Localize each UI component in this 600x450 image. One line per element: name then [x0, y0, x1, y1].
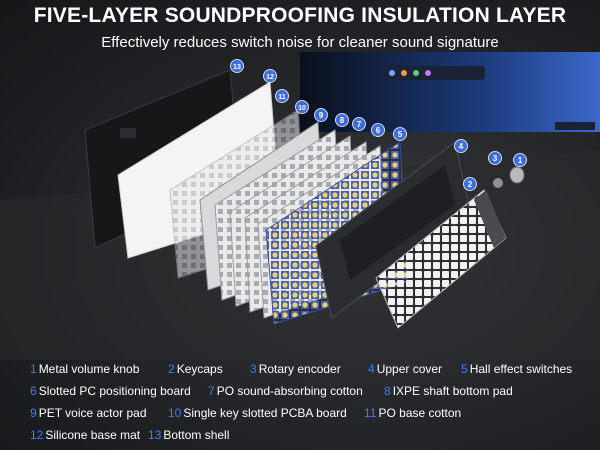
callout-number: 10: [298, 105, 306, 112]
legend-label: PET voice actor pad: [38, 406, 147, 420]
rotary-encoder: [493, 178, 503, 188]
callout-number: 7: [357, 120, 362, 129]
callout-badge: [314, 108, 328, 122]
legend-label: Single key slotted PCBA board: [183, 406, 347, 420]
page-subtitle: Effectively reduces switch noise for cle…: [101, 34, 499, 51]
legend-number: 12: [30, 428, 44, 442]
legend-label: Upper cover: [376, 362, 443, 376]
callout-number: 5: [398, 130, 403, 139]
legend-number: 1: [30, 362, 37, 376]
callout-badge: [488, 151, 502, 165]
legend-label: PO sound-absorbing cotton: [216, 384, 363, 398]
callout-number: 1: [518, 156, 523, 165]
legend-label: Bottom shell: [163, 428, 230, 442]
legend-label: Rotary encoder: [258, 362, 341, 376]
legend-label: Slotted PC positioning board: [38, 384, 191, 398]
legend-label: Hall effect switches: [469, 362, 573, 376]
metal-knob: [509, 166, 525, 184]
callout-badge: [371, 123, 385, 137]
callout-number: 8: [340, 116, 345, 125]
legend-label: Silicone base mat: [45, 428, 141, 442]
legend-number: 9: [30, 406, 37, 420]
callout-badge: [275, 89, 289, 103]
callout-number: 4: [459, 142, 464, 151]
page-title: FIVE-LAYER SOUNDPROOFING INSULATION LAYE…: [33, 4, 567, 27]
callout-badge: [263, 69, 277, 83]
callout-badge: [295, 100, 309, 114]
callout-number: 11: [278, 94, 286, 101]
legend-label: PO base cotton: [378, 406, 462, 420]
callout-number: 12: [266, 74, 274, 81]
legend-number: 11: [364, 406, 377, 420]
background-monitor: [300, 52, 600, 132]
legend-number: 4: [368, 362, 375, 376]
callout-number: 3: [493, 154, 498, 163]
legend-label: IXPE shaft bottom pad: [392, 384, 513, 398]
legend-number: 8: [384, 384, 391, 398]
callout-number: 6: [376, 126, 381, 135]
callout-number: 2: [468, 180, 473, 189]
legend-number: 7: [208, 384, 215, 398]
callout-badge: [335, 113, 349, 127]
legend-number: 13: [148, 428, 162, 442]
callout-badge: [513, 153, 527, 167]
callout-number: 13: [233, 64, 241, 71]
legend-number: 3: [250, 362, 257, 376]
legend-label: Metal volume knob: [38, 362, 140, 376]
legend-number: 10: [168, 406, 182, 420]
legend-number: 6: [30, 384, 37, 398]
callout-badge: [454, 139, 468, 153]
legend-number: 5: [461, 362, 468, 376]
callout-badge: [393, 127, 407, 141]
callout-badge: [463, 177, 477, 191]
layer-keycaps: [375, 189, 507, 329]
callout-badge: [352, 117, 366, 131]
callout-badge: [230, 59, 244, 73]
callout-number: 9: [319, 111, 324, 120]
legend-number: 2: [168, 362, 175, 376]
legend-label: Keycaps: [176, 362, 223, 376]
